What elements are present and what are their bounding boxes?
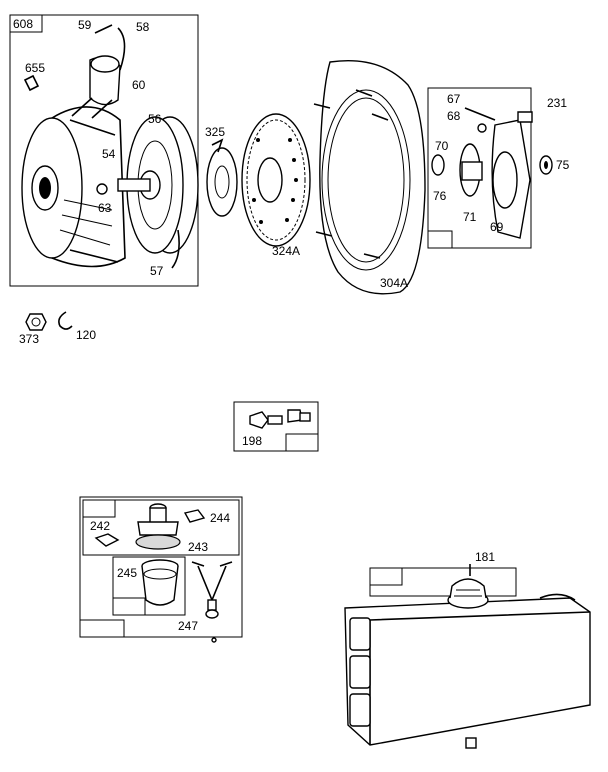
label-59: 59 [78, 18, 92, 32]
label-242: 242 [90, 519, 110, 533]
label-181: 181 [475, 550, 495, 564]
washer-76 [431, 154, 445, 176]
label-245: 245 [117, 566, 137, 580]
shutoff-valve [94, 503, 206, 550]
label-373: 373 [19, 332, 39, 346]
label-70: 70 [435, 139, 449, 153]
label-69: 69 [490, 220, 504, 234]
label-68: 68 [447, 109, 461, 123]
label-231: 231 [547, 96, 567, 110]
label-76: 76 [433, 189, 447, 203]
group-608-tag [9, 14, 43, 33]
fitting-group-199: 198 [233, 401, 319, 452]
starter-housing [21, 106, 126, 268]
label-120: 120 [76, 328, 96, 342]
group-241-frame [82, 499, 240, 556]
blower-housing-304a: 304A [313, 59, 426, 295]
starter-cup-325: 325 [205, 125, 238, 217]
rewind-pulley [117, 116, 199, 269]
group-66-tag [427, 230, 453, 249]
label-243: 243 [188, 540, 208, 554]
label-198: 198 [242, 434, 262, 448]
label-325: 325 [205, 125, 225, 139]
starter-handle [71, 24, 126, 119]
sediment-bowl [141, 559, 179, 606]
group-241-tag [82, 499, 116, 518]
filter-group-240a: 242 244 243 245 247 [79, 496, 243, 643]
group-246-tag [112, 597, 146, 616]
label-57: 57 [150, 264, 164, 278]
group-66-frame [427, 87, 532, 249]
fuel-tank [344, 593, 591, 749]
label-63: 63 [98, 201, 112, 215]
fuel-cap [447, 578, 489, 609]
label-71: 71 [463, 210, 477, 224]
rewind-starter-group: 608 59 58 65 [9, 14, 199, 287]
label-304a: 304A [380, 276, 408, 290]
flywheel-screen-324a: 324A [241, 113, 311, 258]
label-67: 67 [447, 92, 461, 106]
label-247: 247 [178, 619, 198, 633]
label-655: 655 [25, 61, 45, 75]
label-324a: 324A [272, 244, 300, 258]
bowl-bail [191, 561, 233, 643]
group-240a-frame [79, 496, 243, 638]
label-54: 54 [102, 147, 116, 161]
label-56: 56 [148, 112, 162, 126]
label-244: 244 [210, 511, 230, 525]
washer-63 [96, 183, 108, 195]
label-58: 58 [136, 20, 150, 34]
group-246-frame [112, 556, 186, 616]
label-60: 60 [132, 78, 146, 92]
ball-68 [477, 123, 487, 133]
screw-231 [517, 111, 533, 123]
label-608: 608 [13, 17, 33, 31]
group-199-tag [285, 433, 319, 452]
clip-120: 120 [58, 311, 96, 342]
fuel-tank-group-180: 181 [344, 550, 591, 749]
label-75: 75 [556, 158, 570, 172]
group-240a-tag [79, 619, 125, 638]
clip-655 [23, 74, 40, 92]
nut-373: 373 [19, 313, 47, 346]
plate-group-66: 67 68 70 76 71 69 [427, 87, 532, 249]
group-180-frame [369, 567, 517, 597]
group-608-frame [9, 14, 199, 287]
group-199-frame [233, 401, 319, 452]
group-180-tag [369, 567, 403, 586]
